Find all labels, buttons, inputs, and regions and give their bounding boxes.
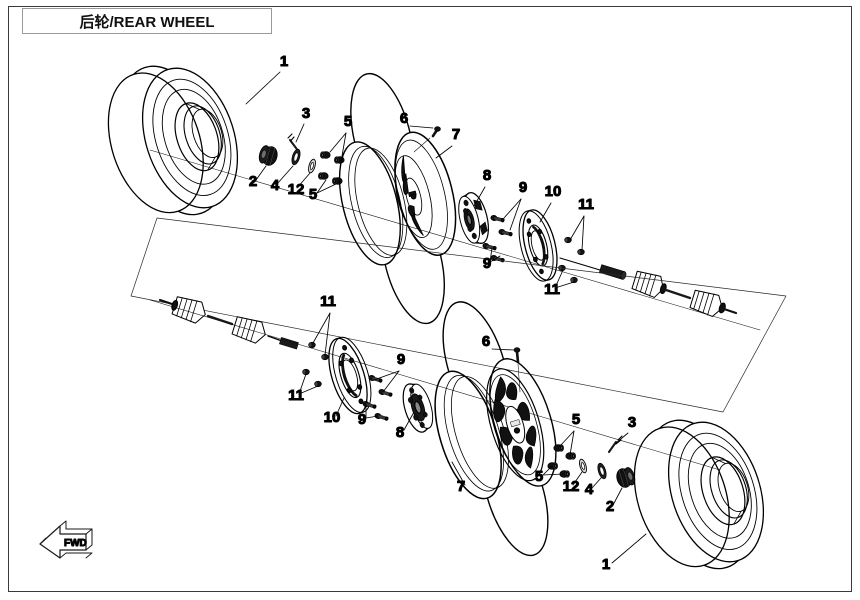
callout-4-washer: 4 [585,481,594,498]
callout-9-wheel-stud: 9 [483,255,491,272]
callout-2-castle-nut: 2 [249,173,257,190]
callout-11-disc-bolt: 11 [544,281,560,298]
callout-1-tire: 1 [280,53,288,70]
fwd-arrow-label: FWD [64,538,87,549]
callout-4-washer: 4 [271,177,280,194]
lug-nuts-bottom [547,444,577,478]
brake-disc-top [518,209,558,282]
callout-7-wheel-rim: 7 [452,126,460,143]
valve-stem-bottom [513,347,521,393]
callout-12-washer-small: 12 [563,478,580,495]
callout-7-wheel-rim: 7 [457,478,465,495]
top-axis-line [149,149,761,331]
washer-top [291,148,301,166]
castle-nut-top [258,145,278,166]
callout-8-hub: 8 [396,424,404,441]
drive-axle-group-outline [130,217,787,413]
bottom-axis-line [149,299,721,471]
castle-nut-bottom [616,467,636,488]
callout-3-cotter-pin: 3 [302,105,310,122]
callout-11-disc-bolt: 11 [578,196,594,213]
callout-6-valve-stem: 6 [482,333,490,350]
page-title: 后轮/REAR WHEEL [79,13,215,31]
disc-bolts-bottom [302,341,329,388]
diagram-title-box: 后轮/REAR WHEEL [22,8,272,34]
callout-10-brake-disc: 10 [545,183,562,200]
callout-8-hub: 8 [483,167,491,184]
valve-stem-top [413,126,441,153]
callout-5-lug-nut: 5 [309,186,317,203]
wheel-hub-top [458,192,489,244]
brake-disc-bottom [328,336,372,415]
callout-9-wheel-stud: 9 [358,411,366,428]
cv-axle-top-right [559,257,738,317]
washer-small-top [308,158,316,174]
callout-11-disc-bolt: 11 [320,293,336,310]
wheel-rim-top [338,72,457,325]
callout-10-brake-disc: 10 [324,409,341,426]
tire-top [107,65,239,216]
callout-6-valve-stem: 6 [400,110,408,127]
wheel-rim-bottom [434,301,557,557]
callout-9-wheel-stud: 9 [397,351,405,368]
leader-lines [245,71,647,564]
tire-bottom [633,419,765,570]
callout-5-lug-nut: 5 [344,113,352,130]
callout-12-washer-small: 12 [288,181,305,198]
callout-11-disc-bolt: 11 [288,387,304,404]
fwd-arrow: FWD [39,520,93,559]
cv-axle-bottom-left [158,296,299,350]
callout-5-lug-nut: 5 [535,468,543,485]
callout-9-wheel-stud: 9 [519,179,527,196]
callout-3-cotter-pin: 3 [628,414,636,431]
callout-2-castle-nut: 2 [606,498,614,515]
cotter-pin-bottom [607,435,623,454]
disc-bolts-top [558,236,585,284]
washer-bottom [597,462,607,480]
callout-1-tire: 1 [602,556,610,573]
washer-small-bottom [579,458,587,474]
callout-5-lug-nut: 5 [572,411,580,428]
